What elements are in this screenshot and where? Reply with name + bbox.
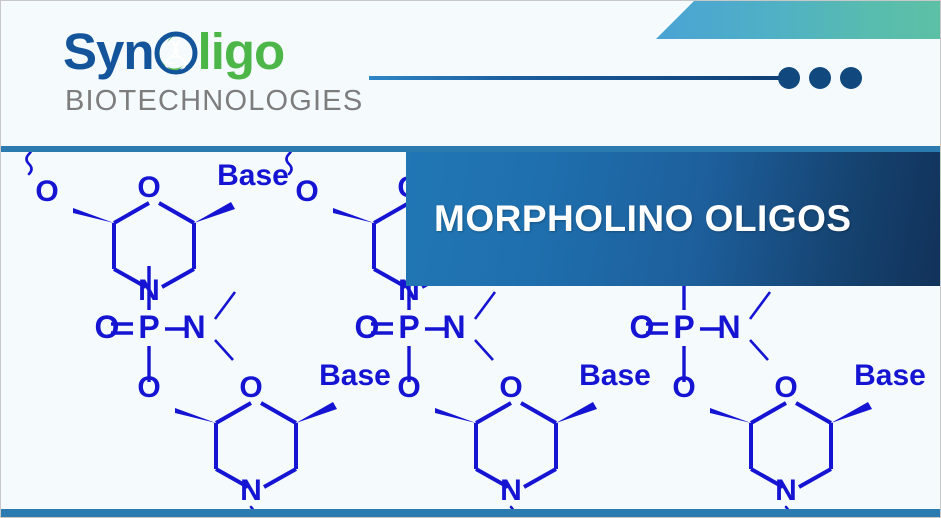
- bottom-unit-1-base-label: Base: [319, 359, 391, 392]
- bottom-unit-1-ring-oxygen: O: [239, 371, 262, 404]
- top-unit-1: O O N Base: [25, 152, 289, 307]
- bottom-unit-3-ring-nitrogen: N: [775, 474, 797, 507]
- bottom-divider-line: [1, 509, 940, 517]
- linker-1-amine-nitrogen: N: [182, 309, 205, 345]
- bottom-unit-3-ring-oxygen: O: [774, 371, 797, 404]
- top-unit-1-linker-oxygen: O: [35, 175, 58, 208]
- circular-dna-helix-logo-mark-icon: [153, 30, 199, 76]
- linker-1-ester-oxygen: O: [137, 371, 160, 404]
- header-dot-2: [809, 67, 831, 89]
- linker-2: P O N O: [355, 264, 497, 404]
- logo-wordmark-syn: Syn: [63, 23, 155, 80]
- linker-2-amine-nitrogen: N: [442, 309, 465, 345]
- linker-3-phosphorus: P: [673, 309, 694, 345]
- logo-wordmark-ligo: ligo: [197, 23, 286, 80]
- logo-tagline: BIOTECHNOLOGIES: [65, 85, 364, 117]
- title-banner: MORPHOLINO OLIGOS: [406, 152, 940, 286]
- bottom-unit-2: O N Base: [433, 359, 651, 509]
- bottom-unit-2-base-label: Base: [579, 359, 651, 392]
- top-unit-1-base-label: Base: [217, 159, 289, 192]
- bottom-unit-1: O N Base: [173, 359, 391, 509]
- linker-1-phosphorus: P: [138, 309, 159, 345]
- linker-2-phosphorus: P: [398, 309, 419, 345]
- linker-3: P O N O: [630, 264, 772, 404]
- top-unit-2-linker-oxygen: O: [295, 175, 318, 208]
- top-unit-1-ring-oxygen: O: [137, 171, 160, 204]
- page-title: MORPHOLINO OLIGOS: [434, 198, 852, 239]
- top-divider-line: [1, 146, 940, 152]
- linker-3-amine-nitrogen: N: [717, 309, 740, 345]
- header-rule-divider: [369, 76, 784, 80]
- linker-2-ester-oxygen: O: [397, 371, 420, 404]
- linker-2-oxo-oxygen: O: [355, 309, 380, 345]
- bottom-unit-3-base-label: Base: [854, 359, 926, 392]
- header-dot-1: [778, 67, 800, 89]
- morpholino-oligomer-structure: O O N Base O O N Base P O N: [25, 152, 926, 509]
- header-dot-3: [840, 67, 862, 89]
- linker-3-oxo-oxygen: O: [630, 309, 655, 345]
- gradient-parallelogram-accent: [656, 1, 940, 39]
- linker-1: P O N O: [95, 264, 237, 404]
- bottom-unit-3: O N Base: [708, 359, 926, 509]
- bottom-unit-2-ring-oxygen: O: [499, 371, 522, 404]
- linker-3-ester-oxygen: O: [672, 371, 695, 404]
- bottom-unit-1-ring-nitrogen: N: [240, 474, 262, 507]
- bottom-unit-2-ring-nitrogen: N: [500, 474, 522, 507]
- linker-1-oxo-oxygen: O: [95, 309, 120, 345]
